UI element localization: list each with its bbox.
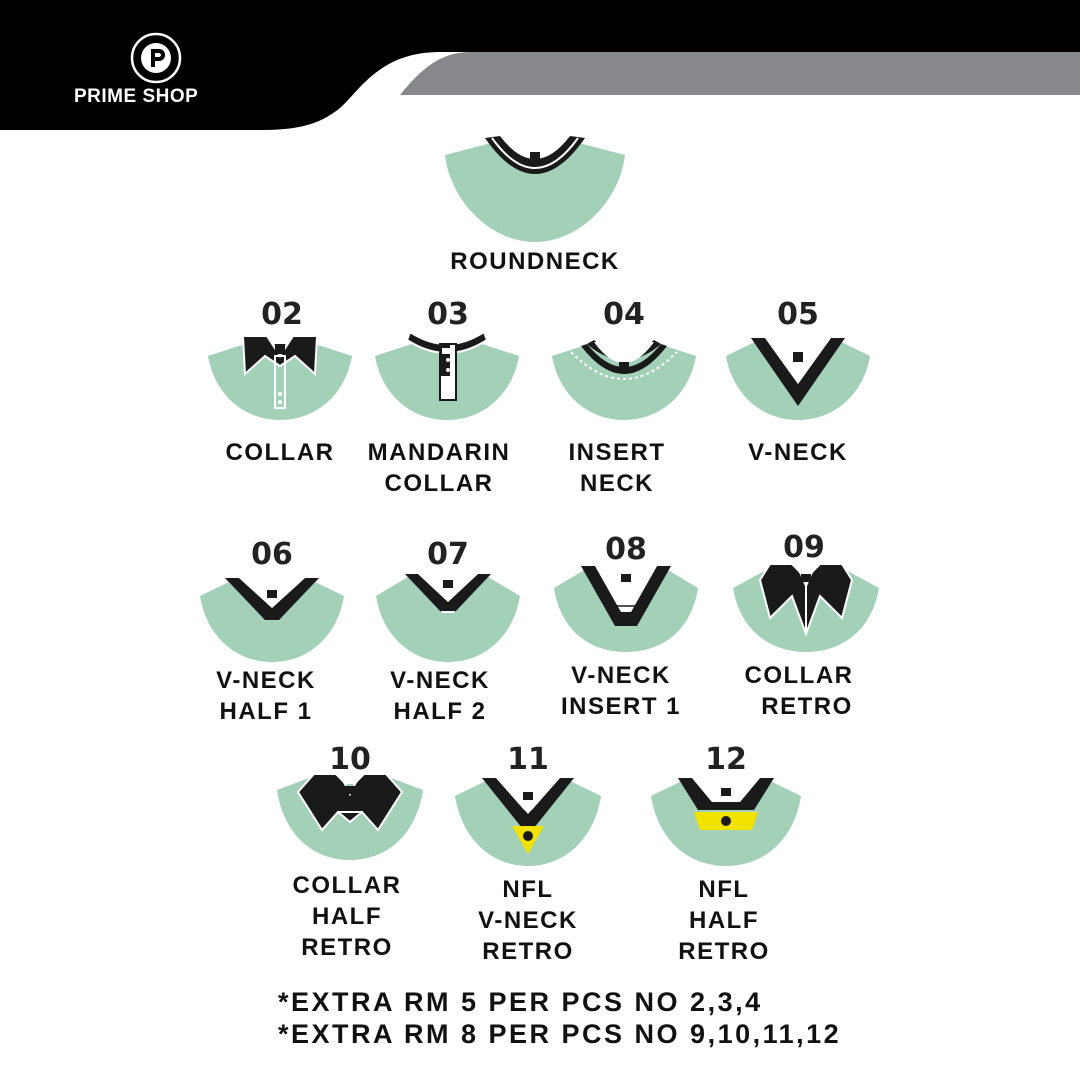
style-number: 02 bbox=[261, 297, 303, 332]
nfl-half-retro-illustration bbox=[651, 778, 801, 866]
mandarin-collar-illustration bbox=[375, 330, 519, 420]
style-number: 05 bbox=[777, 297, 819, 332]
style-label: COLLAR bbox=[225, 439, 335, 466]
prime-shop-logo-icon bbox=[130, 32, 182, 84]
nfl-v-neck-retro-illustration bbox=[455, 778, 601, 866]
style-number: 08 bbox=[605, 532, 647, 567]
style-number: 03 bbox=[427, 297, 469, 332]
v-neck-half-1-illustration bbox=[200, 578, 344, 662]
collar-half-retro-illustration bbox=[277, 773, 423, 860]
style-number: 09 bbox=[783, 530, 825, 565]
style-number: 11 bbox=[507, 742, 549, 777]
extra-charge-note: *EXTRA RM 8 PER PCS NO 9,10,11,12 bbox=[278, 1019, 842, 1049]
style-number: 10 bbox=[329, 742, 371, 777]
v-neck-illustration bbox=[726, 338, 870, 420]
style-label: V-NECK bbox=[748, 439, 848, 466]
brand-name: PRIME SHOP bbox=[74, 86, 199, 107]
collar-retro-illustration bbox=[733, 563, 879, 652]
v-neck-insert-1-illustration bbox=[554, 566, 698, 652]
style-number: 04 bbox=[603, 297, 645, 332]
v-neck-half-2-illustration bbox=[376, 574, 520, 662]
collar-illustration bbox=[208, 335, 352, 420]
style-number: 06 bbox=[251, 537, 293, 572]
roundneck-label: ROUNDNECK bbox=[450, 248, 620, 275]
insert-neck-illustration bbox=[552, 340, 696, 420]
extra-charge-note: *EXTRA RM 5 PER PCS NO 2,3,4 bbox=[278, 987, 763, 1017]
style-number: 12 bbox=[705, 742, 747, 777]
roundneck-illustration bbox=[445, 136, 625, 242]
style-number: 07 bbox=[427, 537, 469, 572]
header-banner bbox=[0, 0, 1080, 132]
